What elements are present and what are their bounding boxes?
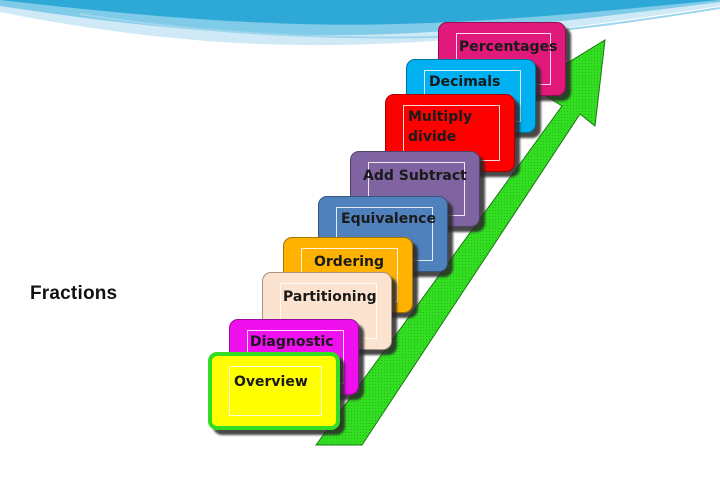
step-label: Equivalence	[341, 211, 436, 227]
step-label: Overview	[234, 374, 308, 390]
side-title: Fractions	[30, 283, 118, 304]
step-label: Partitioning	[283, 289, 377, 305]
step-overview: Overview	[208, 352, 340, 430]
step-label: Diagnostic	[250, 334, 334, 350]
arrow-shape	[315, 39, 606, 446]
step-label: Ordering	[314, 254, 385, 270]
step-label: Multiply divide	[408, 109, 473, 145]
step-label: Add Subtract	[363, 168, 467, 184]
step-label: Percentages	[459, 39, 558, 55]
step-label: Decimals	[429, 74, 501, 90]
step-inner-frame	[229, 366, 322, 416]
header-swoosh-decoration	[0, 0, 720, 46]
